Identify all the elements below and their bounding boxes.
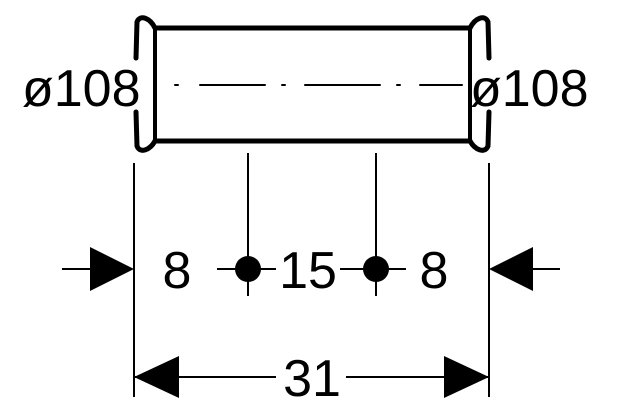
right-dot-marker <box>363 256 389 282</box>
segment-dimension-row <box>62 247 560 291</box>
left-dot-marker <box>235 256 261 282</box>
overall-arrow-right <box>444 356 489 398</box>
overall-dimension <box>134 356 489 398</box>
right-end-flare <box>467 15 492 153</box>
overall-arrow-left <box>134 356 179 398</box>
segment-right-label: 8 <box>420 242 449 300</box>
overall-length-label: 31 <box>283 350 341 408</box>
right-diameter-label: ø108 <box>470 60 589 118</box>
left-arrow-head <box>90 247 134 291</box>
left-end-flare <box>133 15 158 153</box>
segment-left-label: 8 <box>163 242 192 300</box>
coupling-body <box>133 15 492 153</box>
segment-middle-label: 15 <box>279 242 337 300</box>
left-diameter-label: ø108 <box>22 60 141 118</box>
right-arrow-head <box>489 247 533 291</box>
